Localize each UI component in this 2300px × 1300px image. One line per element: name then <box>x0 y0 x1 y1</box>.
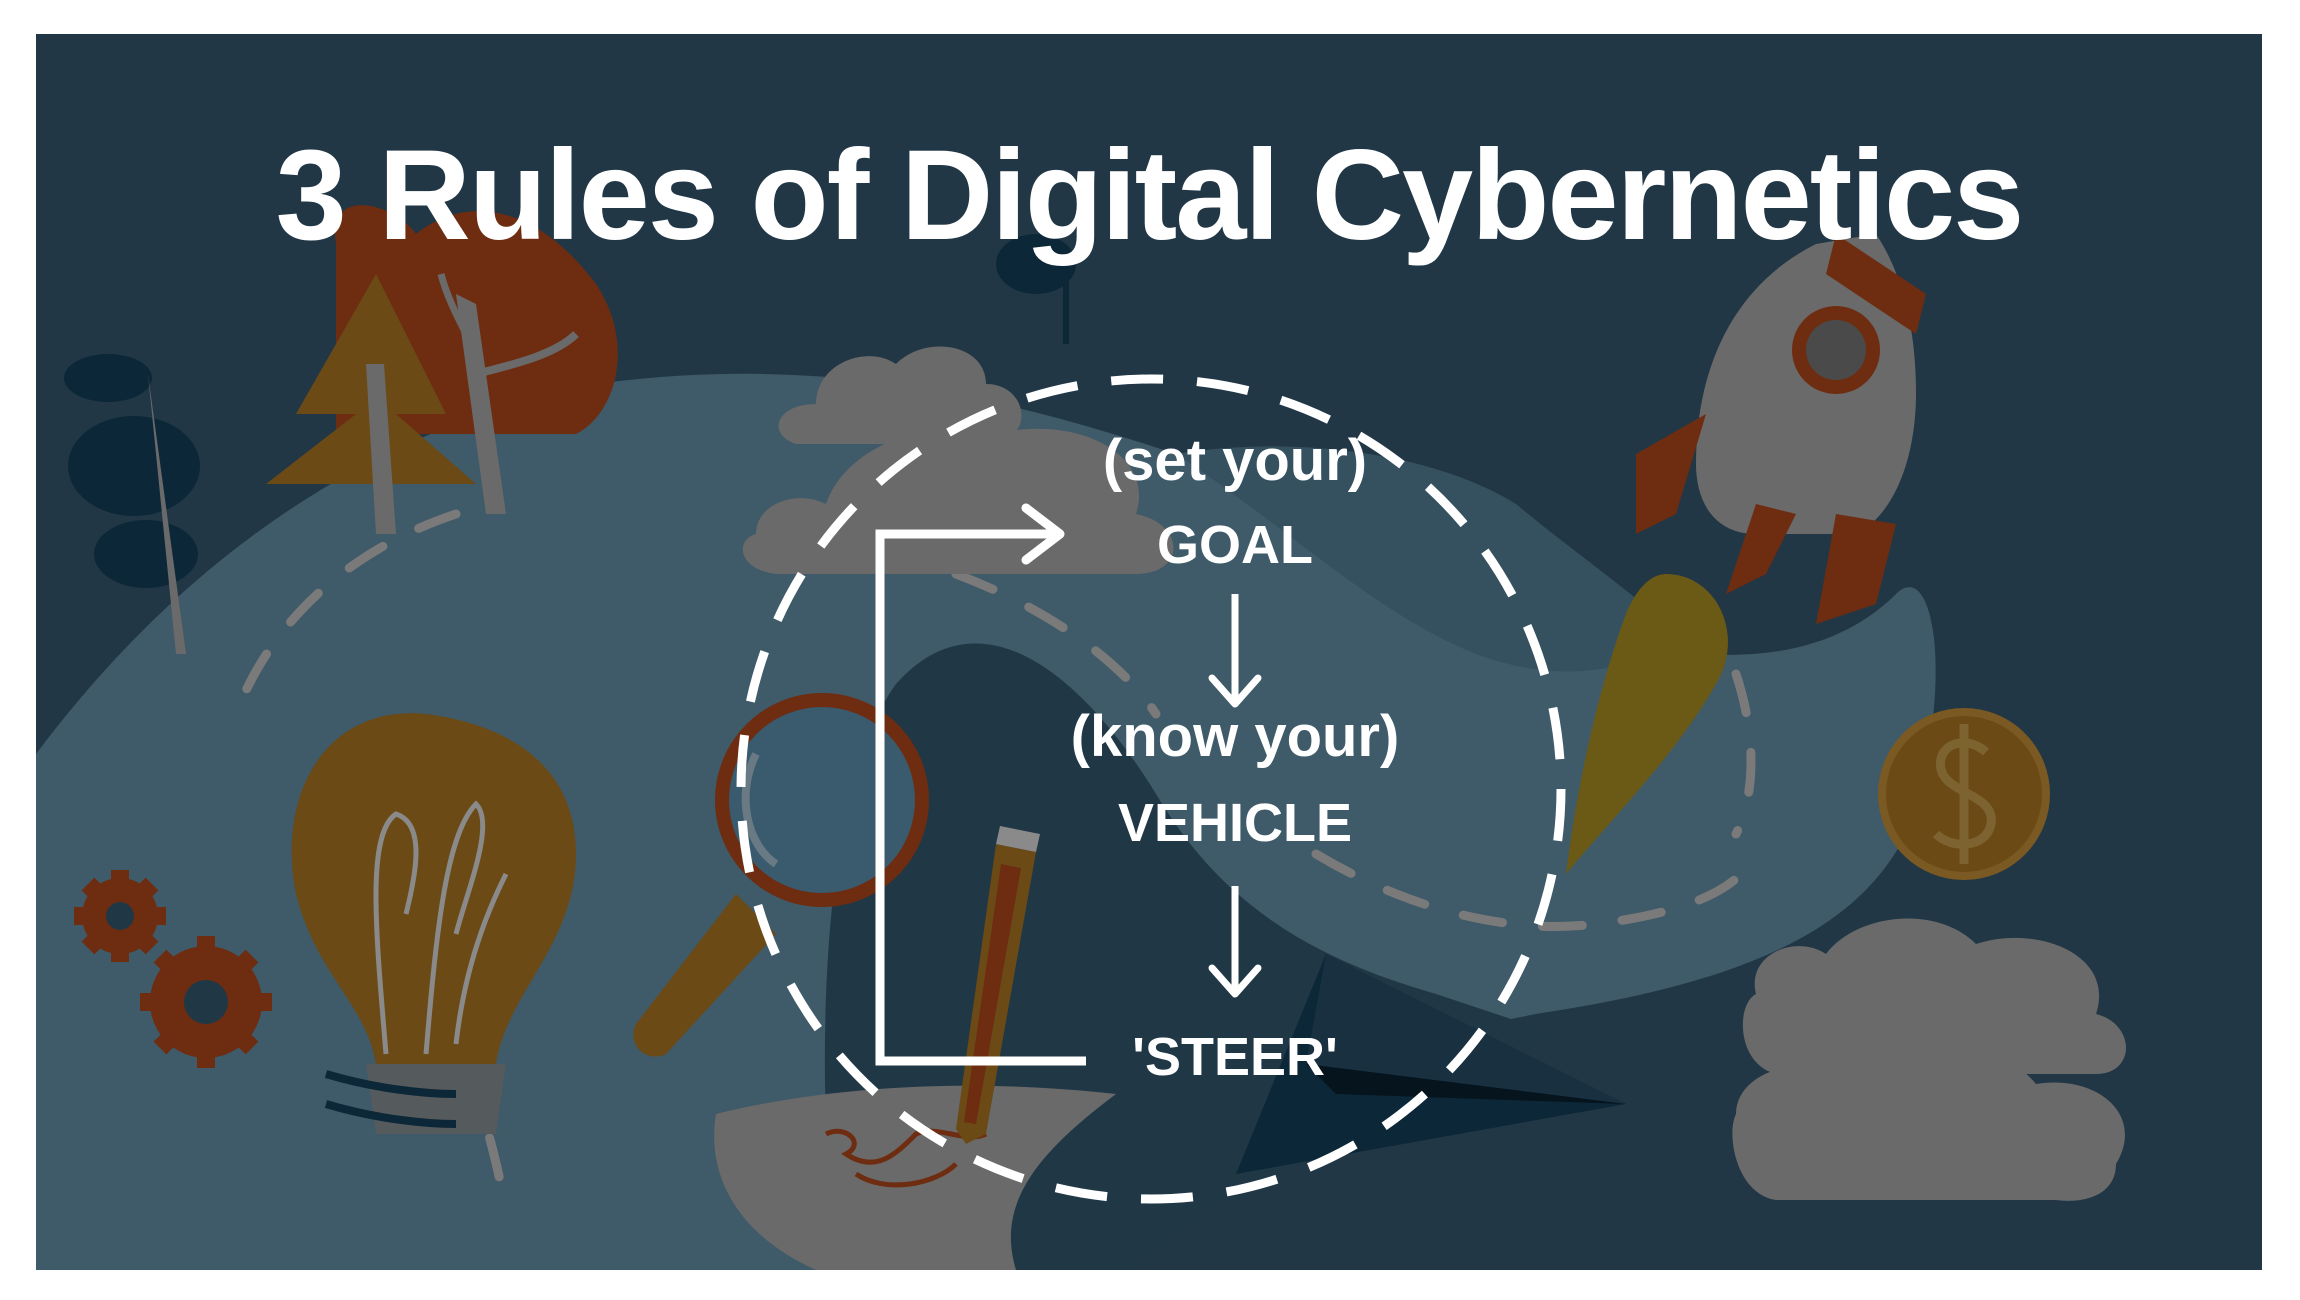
paper-icon <box>714 1085 1116 1270</box>
hill-shadow <box>1176 446 1676 672</box>
rocket-icon <box>1636 234 1926 624</box>
coin-icon <box>1878 708 2050 880</box>
slide-title: 3 Rules of Digital Cybernetics <box>275 124 2025 267</box>
background-illustration <box>36 205 2126 1270</box>
vehicle-label: VEHICLE <box>1117 793 1353 853</box>
lightbulb-icon <box>291 713 576 1134</box>
goal-qualifier: (set your) <box>1102 428 1368 493</box>
goal-label: GOAL <box>1157 515 1313 575</box>
clouds-icon <box>742 346 2126 1201</box>
goal-to-vehicle-arrow-head <box>1208 674 1262 708</box>
slide: 3 Rules of Digital Cybernetics (set your… <box>36 34 2262 1270</box>
vehicle-to-steer-arrow-head <box>1208 964 1262 998</box>
feedback-arrow-head <box>1021 503 1065 565</box>
flame-shape <box>1566 574 1728 874</box>
magnifier-icon <box>633 693 929 1057</box>
vehicle-qualifier: (know your) <box>1070 704 1400 769</box>
feedback-arrow <box>875 529 1086 1066</box>
loop-circle <box>736 374 1566 1204</box>
post-top-shape <box>996 234 1076 294</box>
paper-plane-icon <box>1236 954 1626 1174</box>
steer-label: 'STEER' <box>1132 1027 1338 1087</box>
trees-icon <box>64 205 618 654</box>
gears-icon <box>74 870 272 1068</box>
cycle-diagram <box>736 374 1566 1204</box>
